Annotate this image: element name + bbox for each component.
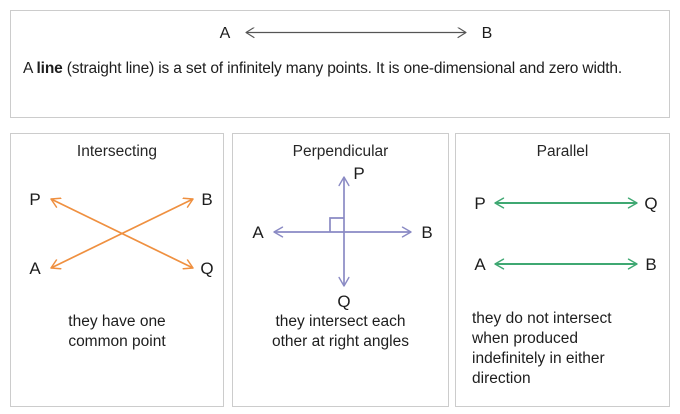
panel-perpendicular: Perpendicular P Q A B they intersect ea — [232, 133, 449, 407]
right-angle-marker — [329, 217, 344, 232]
intersecting-figure: P B A Q — [11, 160, 223, 310]
parallel-label-p: P — [474, 194, 485, 213]
perpendicular-label-q: Q — [337, 292, 350, 311]
line-label-a: A — [220, 25, 231, 42]
panel-title-parallel: Parallel — [536, 143, 589, 160]
panel-title-perpendicular: Perpendicular — [292, 143, 389, 160]
intersecting-label-p: P — [29, 190, 40, 209]
panel-caption-parallel: they do not intersect when produced inde… — [472, 310, 612, 387]
intersecting-label-q: Q — [200, 259, 213, 278]
panel-intersecting: Intersecting P B A Q they have one commo… — [10, 133, 224, 407]
definition-text-before: A — [23, 60, 37, 77]
perpendicular-figure: P Q A B — [233, 160, 448, 311]
parallel-label-q: Q — [644, 194, 657, 213]
panel-parallel: Parallel P Q A B they do not intersect w… — [455, 133, 670, 407]
perpendicular-label-p: P — [353, 164, 364, 183]
intersecting-label-a: A — [29, 259, 41, 278]
perpendicular-label-b: B — [421, 223, 432, 242]
line-label-b: B — [482, 25, 493, 42]
parallel-label-b: B — [645, 255, 656, 274]
line-figure: A B — [11, 11, 669, 57]
parallel-figure: P Q A B — [456, 160, 669, 310]
panel-caption-intersecting: they have one common point — [68, 313, 166, 350]
definition-text-after: (straight line) is a set of infinitely m… — [62, 60, 623, 77]
definition-keyword: line — [36, 60, 63, 77]
intersecting-line-ab — [51, 199, 193, 268]
panel-title-intersecting: Intersecting — [76, 143, 158, 160]
definition-text: A line (straight line) is a set of infin… — [23, 59, 659, 79]
panel-caption-perpendicular: they intersect each other at right angle… — [271, 313, 409, 350]
definition-panel: A B A line (straight line) is a set of i… — [10, 10, 670, 118]
perpendicular-label-a: A — [252, 223, 264, 242]
parallel-label-a: A — [474, 255, 486, 274]
intersecting-label-b: B — [201, 190, 212, 209]
